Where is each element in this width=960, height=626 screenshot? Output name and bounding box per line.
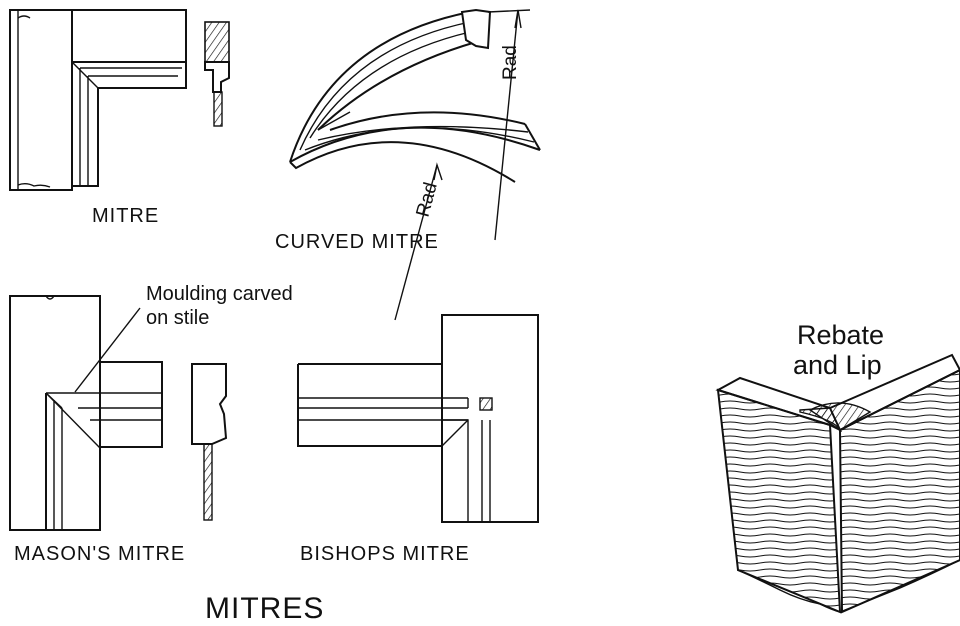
rebate-and-lip-drawing xyxy=(715,353,960,614)
rebate-line2: and Lip xyxy=(793,350,882,380)
bishops-mitre-label: BISHOPS MITRE xyxy=(300,543,470,565)
rad-label-top: Rad xyxy=(500,45,521,80)
mitre-section xyxy=(204,21,230,127)
rebate-line1: Rebate xyxy=(797,320,884,350)
mitre-drawing xyxy=(9,9,230,191)
callout-line1: Moulding carved xyxy=(146,283,293,305)
rad-label-bottom: Rad xyxy=(413,180,442,219)
masons-mitre-drawing xyxy=(9,295,228,531)
callout-line2: on stile xyxy=(146,307,209,329)
mitre-label: MITRE xyxy=(92,205,159,227)
masons-mitre-label: MASON'S MITRE xyxy=(14,543,185,565)
curved-mitre-drawing xyxy=(289,8,541,321)
curved-mitre-label: CURVED MITRE xyxy=(275,231,439,253)
diagram-title: MITRES xyxy=(205,592,324,625)
masons-mitre-section xyxy=(191,363,228,521)
bishops-mitre-drawing xyxy=(297,314,539,523)
